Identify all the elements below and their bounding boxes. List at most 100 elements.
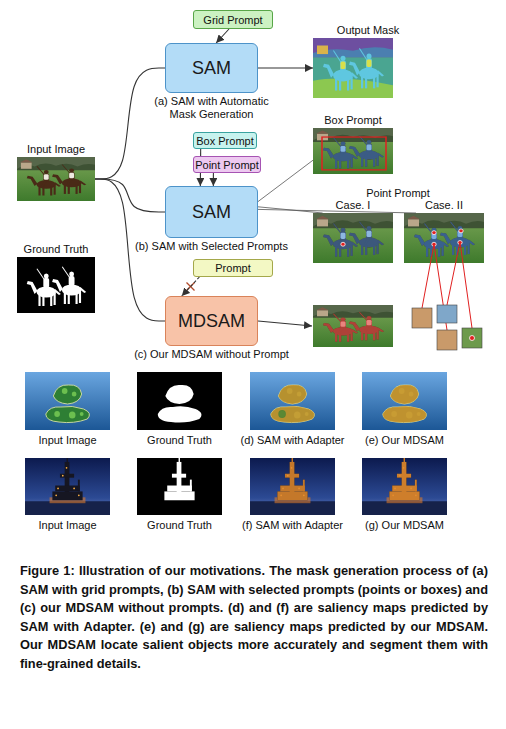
figure-label: Input Image (38, 519, 96, 531)
ground-truth-mask (17, 257, 95, 313)
case-one-image (341, 242, 345, 246)
no-prompt-cross (187, 283, 195, 291)
mdsam-output-arrow (258, 321, 312, 326)
panel-title: Case. II (425, 199, 463, 211)
box-prompt-image (313, 128, 393, 174)
box-prompt-image (322, 137, 386, 170)
input-photo (17, 157, 95, 201)
prompt-tag: Grid Prompt (193, 10, 273, 29)
panel-title: Case. I (336, 199, 371, 211)
zoom-patches (437, 330, 457, 350)
island-adapter-map (271, 385, 315, 423)
figure-caption: Figure 1: Illustration of our motivation… (20, 562, 488, 673)
model-box: SAM(a) SAM with Automatic Mask Generatio… (165, 43, 258, 93)
image-panel: Output Mask (313, 38, 393, 98)
figure-label: Ground Truth (147, 434, 212, 446)
figure-label: (g) Our MDSAM (365, 519, 444, 531)
box-prompt-image (323, 136, 384, 169)
island-adapter-map (250, 372, 335, 430)
image-panel: Case. II (404, 213, 484, 263)
model-box: MDSAM(c) Our MDSAM without Prompt (165, 296, 258, 346)
connector (213, 173, 214, 186)
box-prompt-image (313, 128, 393, 174)
model-box: SAM(b) SAM with Selected Prompts (165, 186, 258, 238)
connector (258, 207, 323, 213)
island-ground-truth (137, 372, 222, 430)
image-panel: Input Image (17, 157, 95, 201)
input-photo (17, 157, 95, 201)
island-photo (25, 372, 110, 430)
zoom-leader-lines (422, 244, 434, 308)
rig-mdsam-map (362, 458, 447, 515)
output-mask-image (313, 78, 393, 98)
island-adapter-map (278, 410, 286, 418)
output-mask-image (323, 48, 384, 90)
panel-title: Input Image (27, 143, 85, 155)
figure-label: Ground Truth (147, 519, 212, 531)
box-label: Grid Prompt (203, 14, 262, 26)
connector (95, 68, 165, 179)
case-two-image (404, 213, 484, 263)
connector (216, 29, 229, 43)
rig-ground-truth (164, 458, 194, 500)
no-prompt-cross (187, 283, 195, 291)
no-prompt-cross (187, 283, 195, 291)
zoom-patches (412, 308, 432, 328)
panel-title: Box Prompt (324, 114, 381, 126)
case-one-image (313, 213, 393, 263)
island-mdsam-map (362, 372, 447, 430)
box-label: Point Prompt (195, 159, 259, 171)
rig-ground-truth (137, 458, 222, 515)
prompt-tag: Point Prompt (193, 156, 261, 173)
sub-caption: (a) SAM with Automatic Mask Generation (142, 95, 282, 121)
case-two-image (432, 231, 436, 235)
mdsam-output-image (323, 312, 384, 342)
island-photo (25, 372, 110, 430)
figure-label: (d) SAM with Adapter (241, 434, 345, 446)
rig-adapter-map (250, 458, 335, 515)
box-label: Prompt (215, 262, 250, 274)
case-two-image (414, 221, 475, 256)
case-one-image (313, 213, 393, 263)
connector (258, 67, 313, 68)
ground-truth-mask (17, 257, 95, 313)
panel-title: Output Mask (337, 24, 399, 36)
figure-label: (f) SAM with Adapter (242, 519, 343, 531)
connector (95, 179, 165, 212)
rig-ground-truth (137, 458, 222, 515)
box-label: SAM (192, 202, 231, 223)
rig-adapter-map (250, 458, 335, 515)
mdsam-output-image (313, 305, 393, 347)
island-adapter-map (250, 372, 335, 430)
box-label: SAM (192, 58, 231, 79)
output-mask-image (317, 46, 328, 55)
output-mask-image (313, 38, 393, 98)
figure-label: Input Image (38, 434, 96, 446)
image-panel: Ground Truth (17, 257, 95, 313)
case-two-image (404, 213, 484, 263)
island-mdsam-map (383, 385, 427, 423)
output-mask-image (341, 59, 372, 69)
panel-title: Ground Truth (24, 243, 89, 255)
zoom-leader-lines (447, 242, 460, 305)
connector (182, 277, 200, 296)
rig-mdsam-map (389, 458, 419, 500)
island-mdsam-map (362, 372, 447, 430)
island-ground-truth (158, 385, 202, 423)
figure-label: (e) Our MDSAM (365, 434, 444, 446)
box-label: MDSAM (178, 311, 245, 332)
image-panel: Box Prompt (313, 128, 393, 174)
case-one-image (323, 221, 384, 256)
box-label: Box Prompt (196, 135, 253, 147)
prompt-tag: Box Prompt (193, 132, 257, 149)
rig-adapter-map (277, 458, 307, 500)
figure-label: Point Prompt (366, 187, 430, 199)
zoom-patches (470, 336, 475, 341)
sub-caption: (c) Our MDSAM without Prompt (107, 348, 317, 361)
mdsam-output-image (313, 305, 393, 347)
zoom-patches (462, 328, 482, 348)
image-panel: Case. I (313, 213, 393, 263)
island-ground-truth (137, 372, 222, 430)
rig-photo (25, 458, 110, 515)
ground-truth-mask (27, 266, 86, 306)
